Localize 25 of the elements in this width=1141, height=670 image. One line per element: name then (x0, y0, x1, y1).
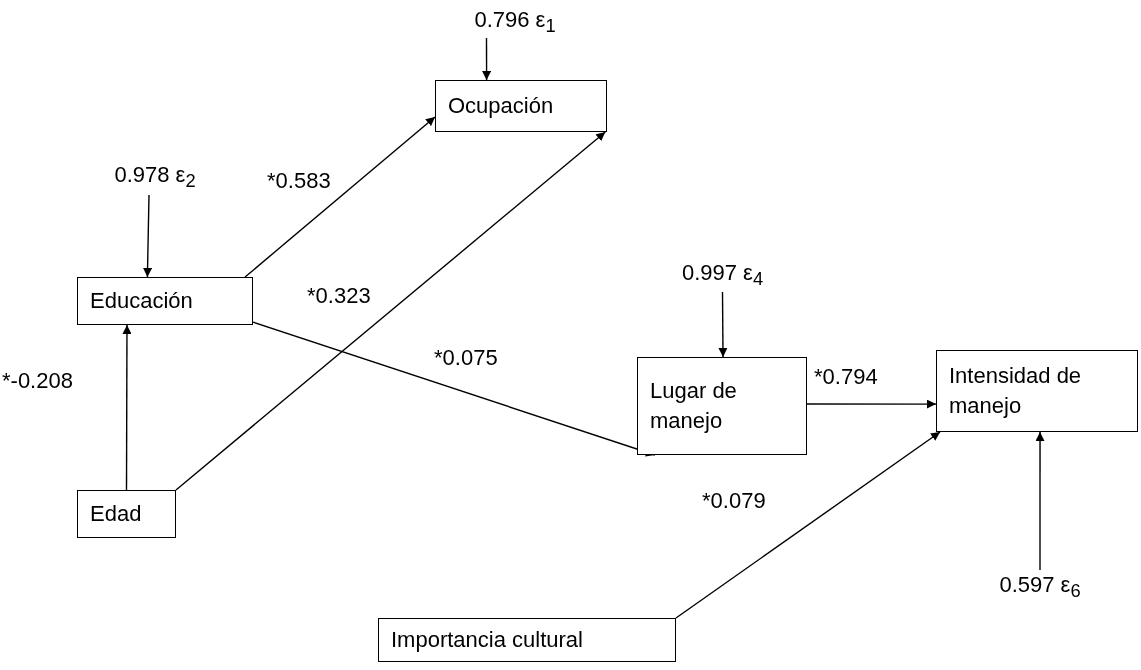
error-term: 0.796 ε$_{1}$ (440, 6, 590, 38)
error-term: 0.597 ε$_{6}$ (975, 570, 1105, 604)
arrow (482, 37, 492, 81)
arrow (1035, 431, 1045, 571)
error-term: 0.978 ε$_{2}$ (95, 160, 215, 195)
variable-box (435, 80, 607, 132)
arrow (806, 399, 937, 409)
variable-name: Educación (90, 287, 193, 316)
variable-box (378, 618, 676, 662)
arrow (143, 194, 153, 278)
arrow (175, 131, 606, 491)
arrow (122, 324, 132, 491)
arrow (718, 291, 728, 358)
variable-name: Importancia cultural (391, 626, 583, 655)
variable-box (77, 490, 176, 538)
variable-box (637, 357, 807, 455)
variable-box (77, 277, 253, 325)
variable-box (936, 350, 1138, 432)
variable-name: Lugar de manejo (650, 377, 738, 435)
variable-name: Intensidad de manejo (949, 362, 1083, 420)
variable-name: Ocupación (448, 92, 554, 121)
error-term: 0.997 ε$_{4}$ (645, 258, 800, 292)
arrow (675, 431, 941, 619)
arrow (244, 116, 436, 278)
variable-name: Edad (90, 500, 142, 529)
